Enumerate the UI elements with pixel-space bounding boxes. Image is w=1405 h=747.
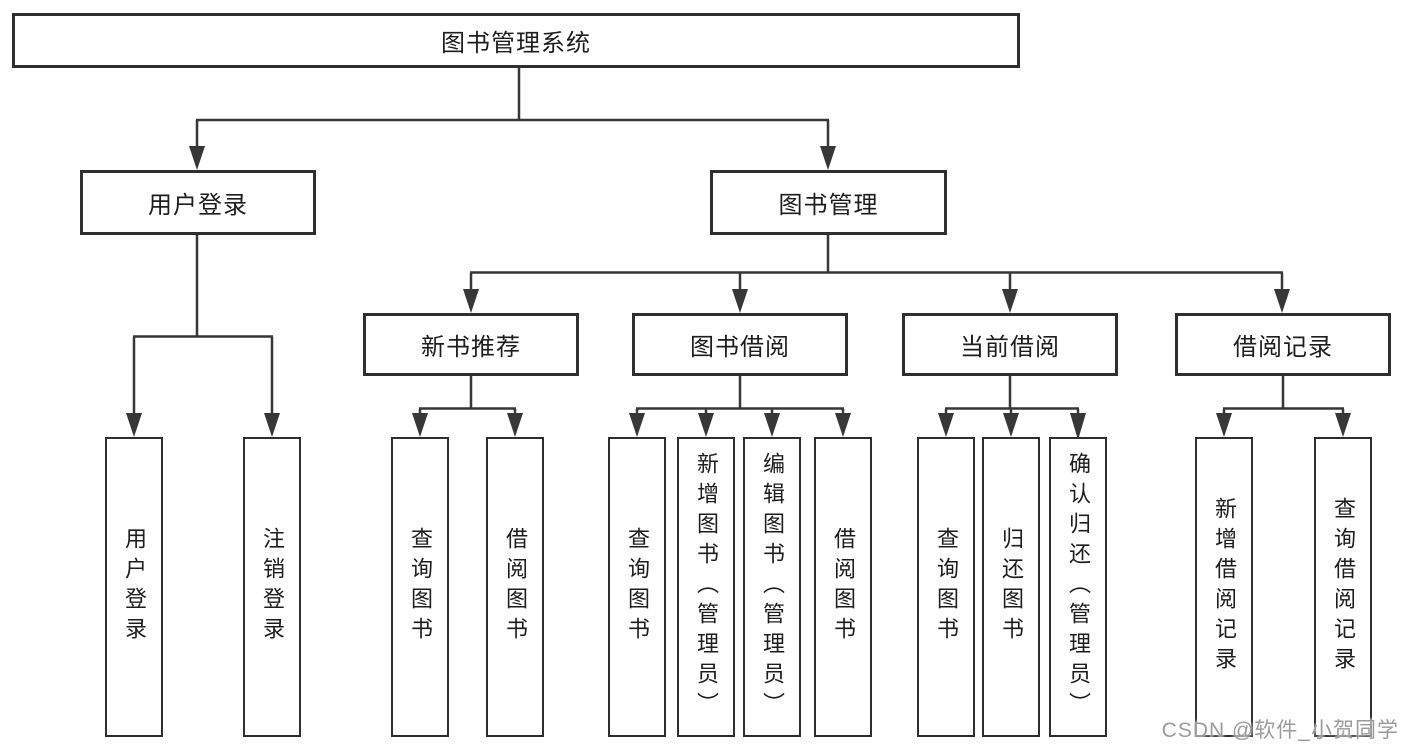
node-borrow-record: 借阅记录 [1175,313,1391,376]
leaf-logout-label: 注销登录 [260,527,285,647]
node-book-borrow-label: 图书借阅 [690,334,790,361]
watermark: CSDN @软件_小贺同学 [1161,719,1399,742]
leaf-cb-query-book: 查询图书 [917,437,975,737]
leaf-cb-query-book-label: 查询图书 [934,527,959,647]
node-borrow-record-label: 借阅记录 [1233,334,1333,361]
leaf-bb-edit-book-admin: 编辑图书（管理员） [743,437,801,737]
node-user-login: 用户登录 [80,170,316,235]
leaf-bb-add-book-admin: 新增图书（管理员） [677,437,735,737]
leaf-nbr-query-book-label: 查询图书 [408,527,433,647]
node-book-management: 图书管理 [710,170,947,235]
node-book-management-label: 图书管理 [778,192,879,219]
node-user-login-label: 用户登录 [148,192,248,219]
node-root-system: 图书管理系统 [12,13,1020,68]
leaf-user-login: 用户登录 [105,437,163,737]
leaf-cb-confirm-return-admin: 确认归还（管理员） [1049,437,1107,737]
leaf-cb-return-book-label: 归还图书 [999,527,1024,647]
leaf-bb-query-book-label: 查询图书 [625,527,650,647]
leaf-nbr-borrow-book-label: 借阅图书 [503,527,528,647]
leaf-br-query-record: 查询借阅记录 [1314,437,1372,737]
node-current-borrow-label: 当前借阅 [960,334,1060,361]
node-current-borrow: 当前借阅 [902,313,1118,376]
node-root-label: 图书管理系统 [441,30,591,57]
leaf-bb-add-book-admin-label: 新增图书（管理员） [694,452,719,722]
leaf-bb-borrow-book: 借阅图书 [814,437,872,737]
leaf-bb-edit-book-admin-label: 编辑图书（管理员） [760,452,785,722]
leaf-nbr-query-book: 查询图书 [391,437,449,737]
node-book-borrow: 图书借阅 [632,313,848,376]
leaf-br-add-record: 新增借阅记录 [1195,437,1253,737]
leaf-user-login-label: 用户登录 [122,527,147,647]
leaf-bb-query-book: 查询图书 [608,437,666,737]
node-new-book-recommend: 新书推荐 [363,313,579,376]
leaf-bb-borrow-book-label: 借阅图书 [831,527,856,647]
leaf-nbr-borrow-book: 借阅图书 [486,437,544,737]
leaf-logout: 注销登录 [243,437,301,737]
leaf-cb-confirm-return-admin-label: 确认归还（管理员） [1066,452,1091,722]
leaf-br-add-record-label: 新增借阅记录 [1212,497,1237,677]
node-new-book-recommend-label: 新书推荐 [421,334,521,361]
leaf-br-query-record-label: 查询借阅记录 [1331,497,1356,677]
leaf-cb-return-book: 归还图书 [982,437,1040,737]
arrowheads [126,146,1351,440]
